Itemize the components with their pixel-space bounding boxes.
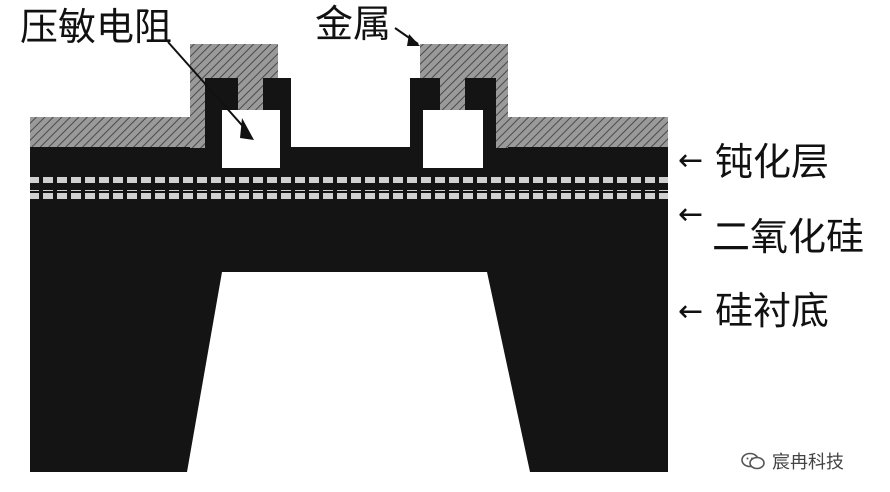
contact-right-side [496, 78, 508, 148]
arrow-left-icon: ← [678, 294, 704, 329]
oxide-gap [30, 185, 668, 190]
oxide-layer-top [30, 176, 668, 185]
metal-top-left [30, 117, 200, 147]
arrow-left-icon: ← [678, 197, 704, 232]
label-passivation: 钝化层 [715, 140, 830, 184]
oxide-layer-bottom [30, 190, 668, 199]
label-piezoresistor: 压敏电阻 [20, 5, 173, 49]
pointer-piezoresistor-head [240, 118, 254, 140]
oxide-gap2 [30, 199, 668, 212]
label-substrate: 硅衬底 [715, 289, 830, 333]
pointer-metal-head [407, 34, 420, 46]
silicon-substrate [30, 212, 668, 472]
metal-top-right [505, 117, 668, 147]
contact-left-hatch [238, 78, 263, 110]
wechat-icon [741, 452, 765, 470]
label-metal: 金属 [315, 2, 392, 46]
contact-right-hatch [440, 78, 465, 110]
arrow-left-icon: ← [678, 143, 704, 178]
label-sio2: 二氧化硅 [712, 215, 865, 259]
pointer-piezoresistor [167, 41, 249, 133]
center-gap [291, 117, 410, 147]
watermark-text: 宸冉科技 [772, 452, 844, 473]
piezoresistor-right [423, 110, 483, 168]
watermark: 宸冉科技 [740, 448, 844, 474]
passivation-layer [30, 147, 668, 176]
contact-left-side [190, 78, 205, 148]
